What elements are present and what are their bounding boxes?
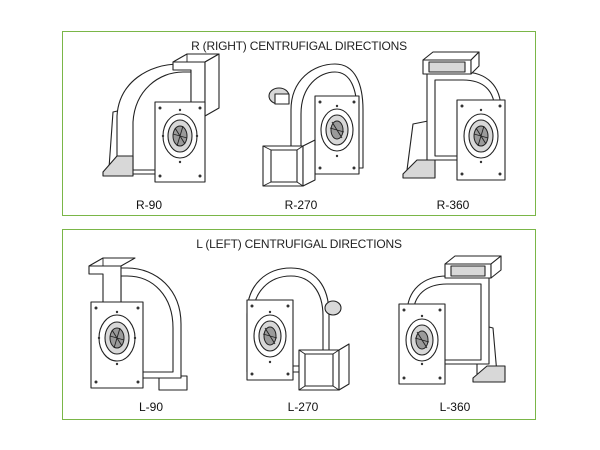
centrifugal-fan-icon — [398, 255, 506, 385]
fan-item-r-360: R-360 — [383, 50, 523, 212]
fan-label: L-270 — [287, 400, 319, 414]
fan-label: R-360 — [436, 198, 470, 212]
panel-title: R (RIGHT) CENTRUFIGAL DIRECTIONS — [191, 39, 407, 53]
fan-label: R-90 — [135, 198, 162, 212]
fan-label: L-90 — [138, 400, 164, 414]
fan-item-l-360: L-360 — [385, 254, 525, 414]
centrifugal-fan-icon — [246, 267, 350, 391]
centrifugal-fan-icon — [262, 63, 364, 187]
fan-item-r-90: R-90 — [79, 50, 220, 212]
fan-label: L-360 — [439, 400, 471, 414]
fan-item-l-90: L-90 — [81, 254, 221, 414]
fan-label: R-270 — [284, 198, 318, 212]
right-directions-panel: R (RIGHT) CENTRUFIGAL DIRECTIONS R-90 — [62, 31, 536, 216]
left-directions-panel: L (LEFT) CENTRUFIGAL DIRECTIONS L-90 — [62, 229, 536, 420]
panel-title: L (LEFT) CENTRUFIGAL DIRECTIONS — [196, 237, 402, 251]
centrifugal-fan-icon — [88, 257, 188, 391]
centrifugal-fan-icon — [102, 53, 220, 183]
fan-item-l-270: L-270 — [233, 254, 373, 414]
fan-item-r-270: R-270 — [231, 50, 371, 212]
centrifugal-fan-icon — [402, 51, 506, 181]
